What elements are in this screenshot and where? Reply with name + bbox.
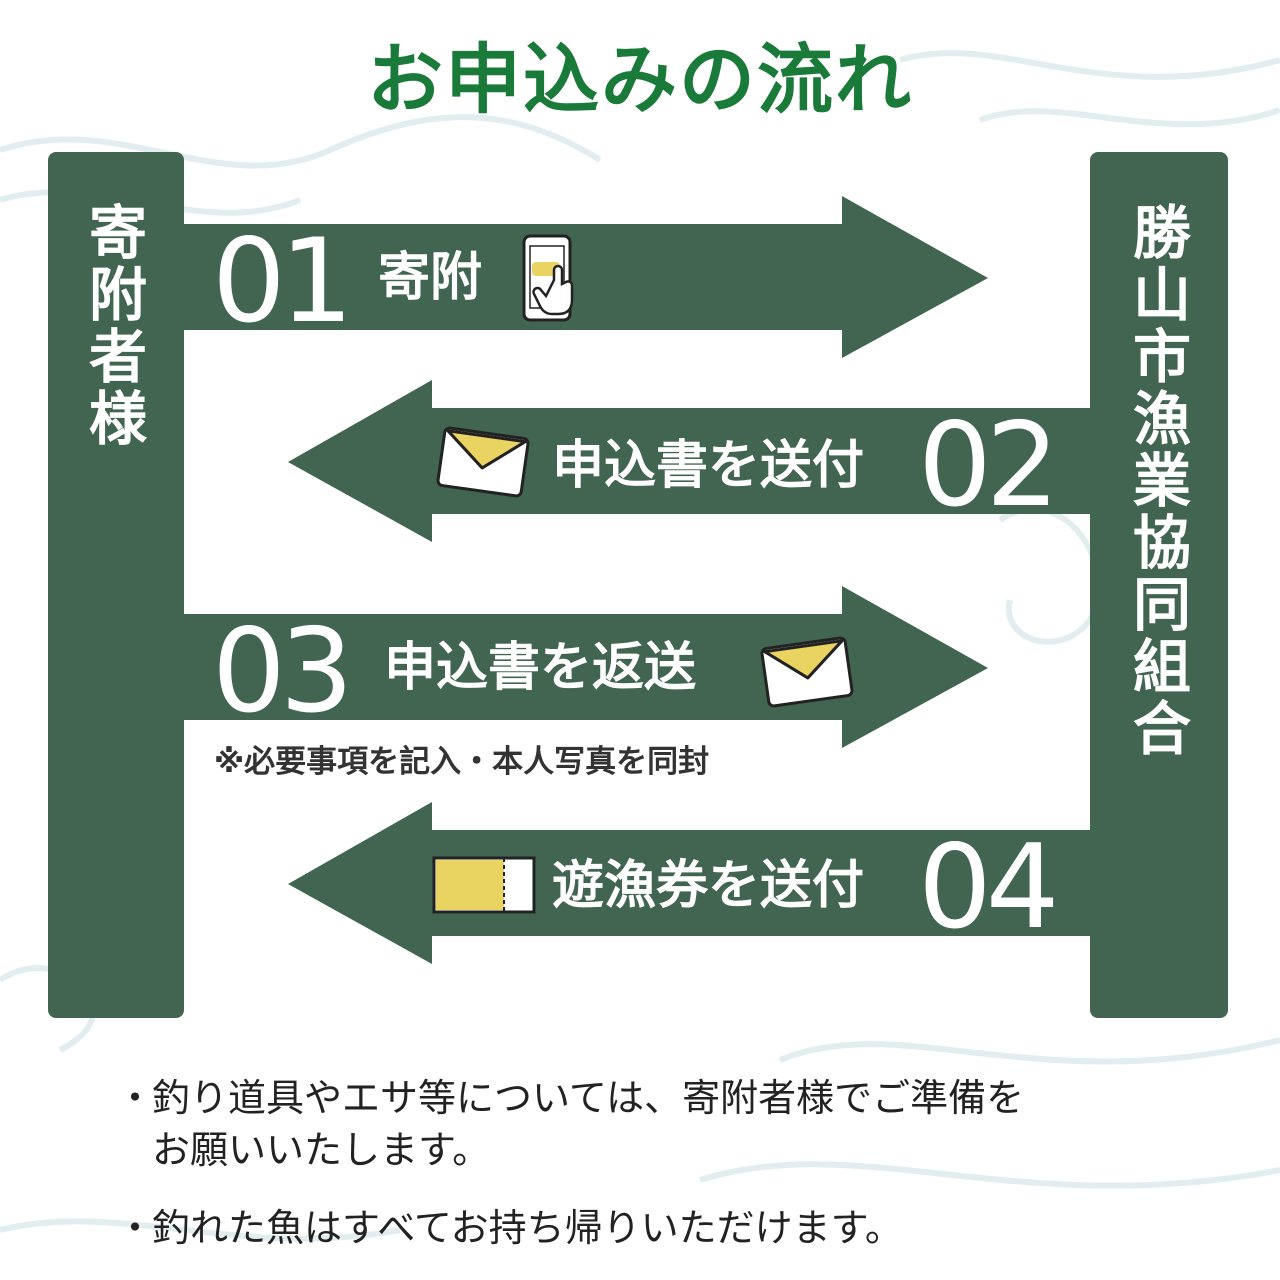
donor-pillar — [48, 152, 184, 1018]
step-label-02: 申込書を送付 — [552, 436, 865, 496]
fishery-coop-label: 勝山市漁業協同組合 — [1123, 202, 1191, 760]
arrow-step-02 — [288, 380, 1090, 542]
smartphone-tap-icon — [522, 234, 574, 322]
step-number-01: 01 — [212, 214, 354, 349]
step-number-02: 02 — [918, 398, 1060, 533]
bullet-dot: ・ — [116, 1076, 155, 1120]
note-item-1: ・ 釣り道具やエサ等については、寄附者様でご準備を お願いいたします。 — [116, 1072, 1216, 1176]
envelope-icon — [436, 426, 530, 498]
fishery-coop-pillar — [1090, 152, 1228, 1018]
envelope-icon — [760, 636, 854, 708]
donor-label: 寄附者様 — [79, 202, 147, 450]
step-number-03: 03 — [212, 604, 354, 739]
arrow-step-03 — [184, 586, 988, 748]
step-03-note: ※必要事項を記入・本人写真を同封 — [214, 744, 710, 780]
notes-list: ・ 釣り道具やエサ等については、寄附者様でご準備を お願いいたします。 ・ 釣れ… — [116, 1072, 1216, 1280]
note-item-2: ・ 釣れた魚はすべてお持ち帰りいただけます。 — [116, 1202, 1216, 1254]
note-2-line1: 釣れた魚はすべてお持ち帰りいただけます。 — [152, 1206, 903, 1250]
step-label-04: 遊漁券を送付 — [552, 856, 865, 916]
note-1-line2: お願いいたします。 — [152, 1128, 491, 1172]
note-1-line1: 釣り道具やエサ等については、寄附者様でご準備を — [152, 1076, 1025, 1120]
bullet-dot: ・ — [116, 1206, 155, 1250]
page-title: お申込みの流れ — [367, 35, 913, 124]
step-label-03: 申込書を返送 — [384, 638, 697, 698]
arrow-step-04 — [288, 802, 1090, 964]
arrow-step-01 — [184, 196, 988, 358]
step-label-01: 寄附 — [378, 248, 483, 308]
step-number-04: 04 — [918, 820, 1060, 955]
ticket-icon — [432, 856, 536, 914]
